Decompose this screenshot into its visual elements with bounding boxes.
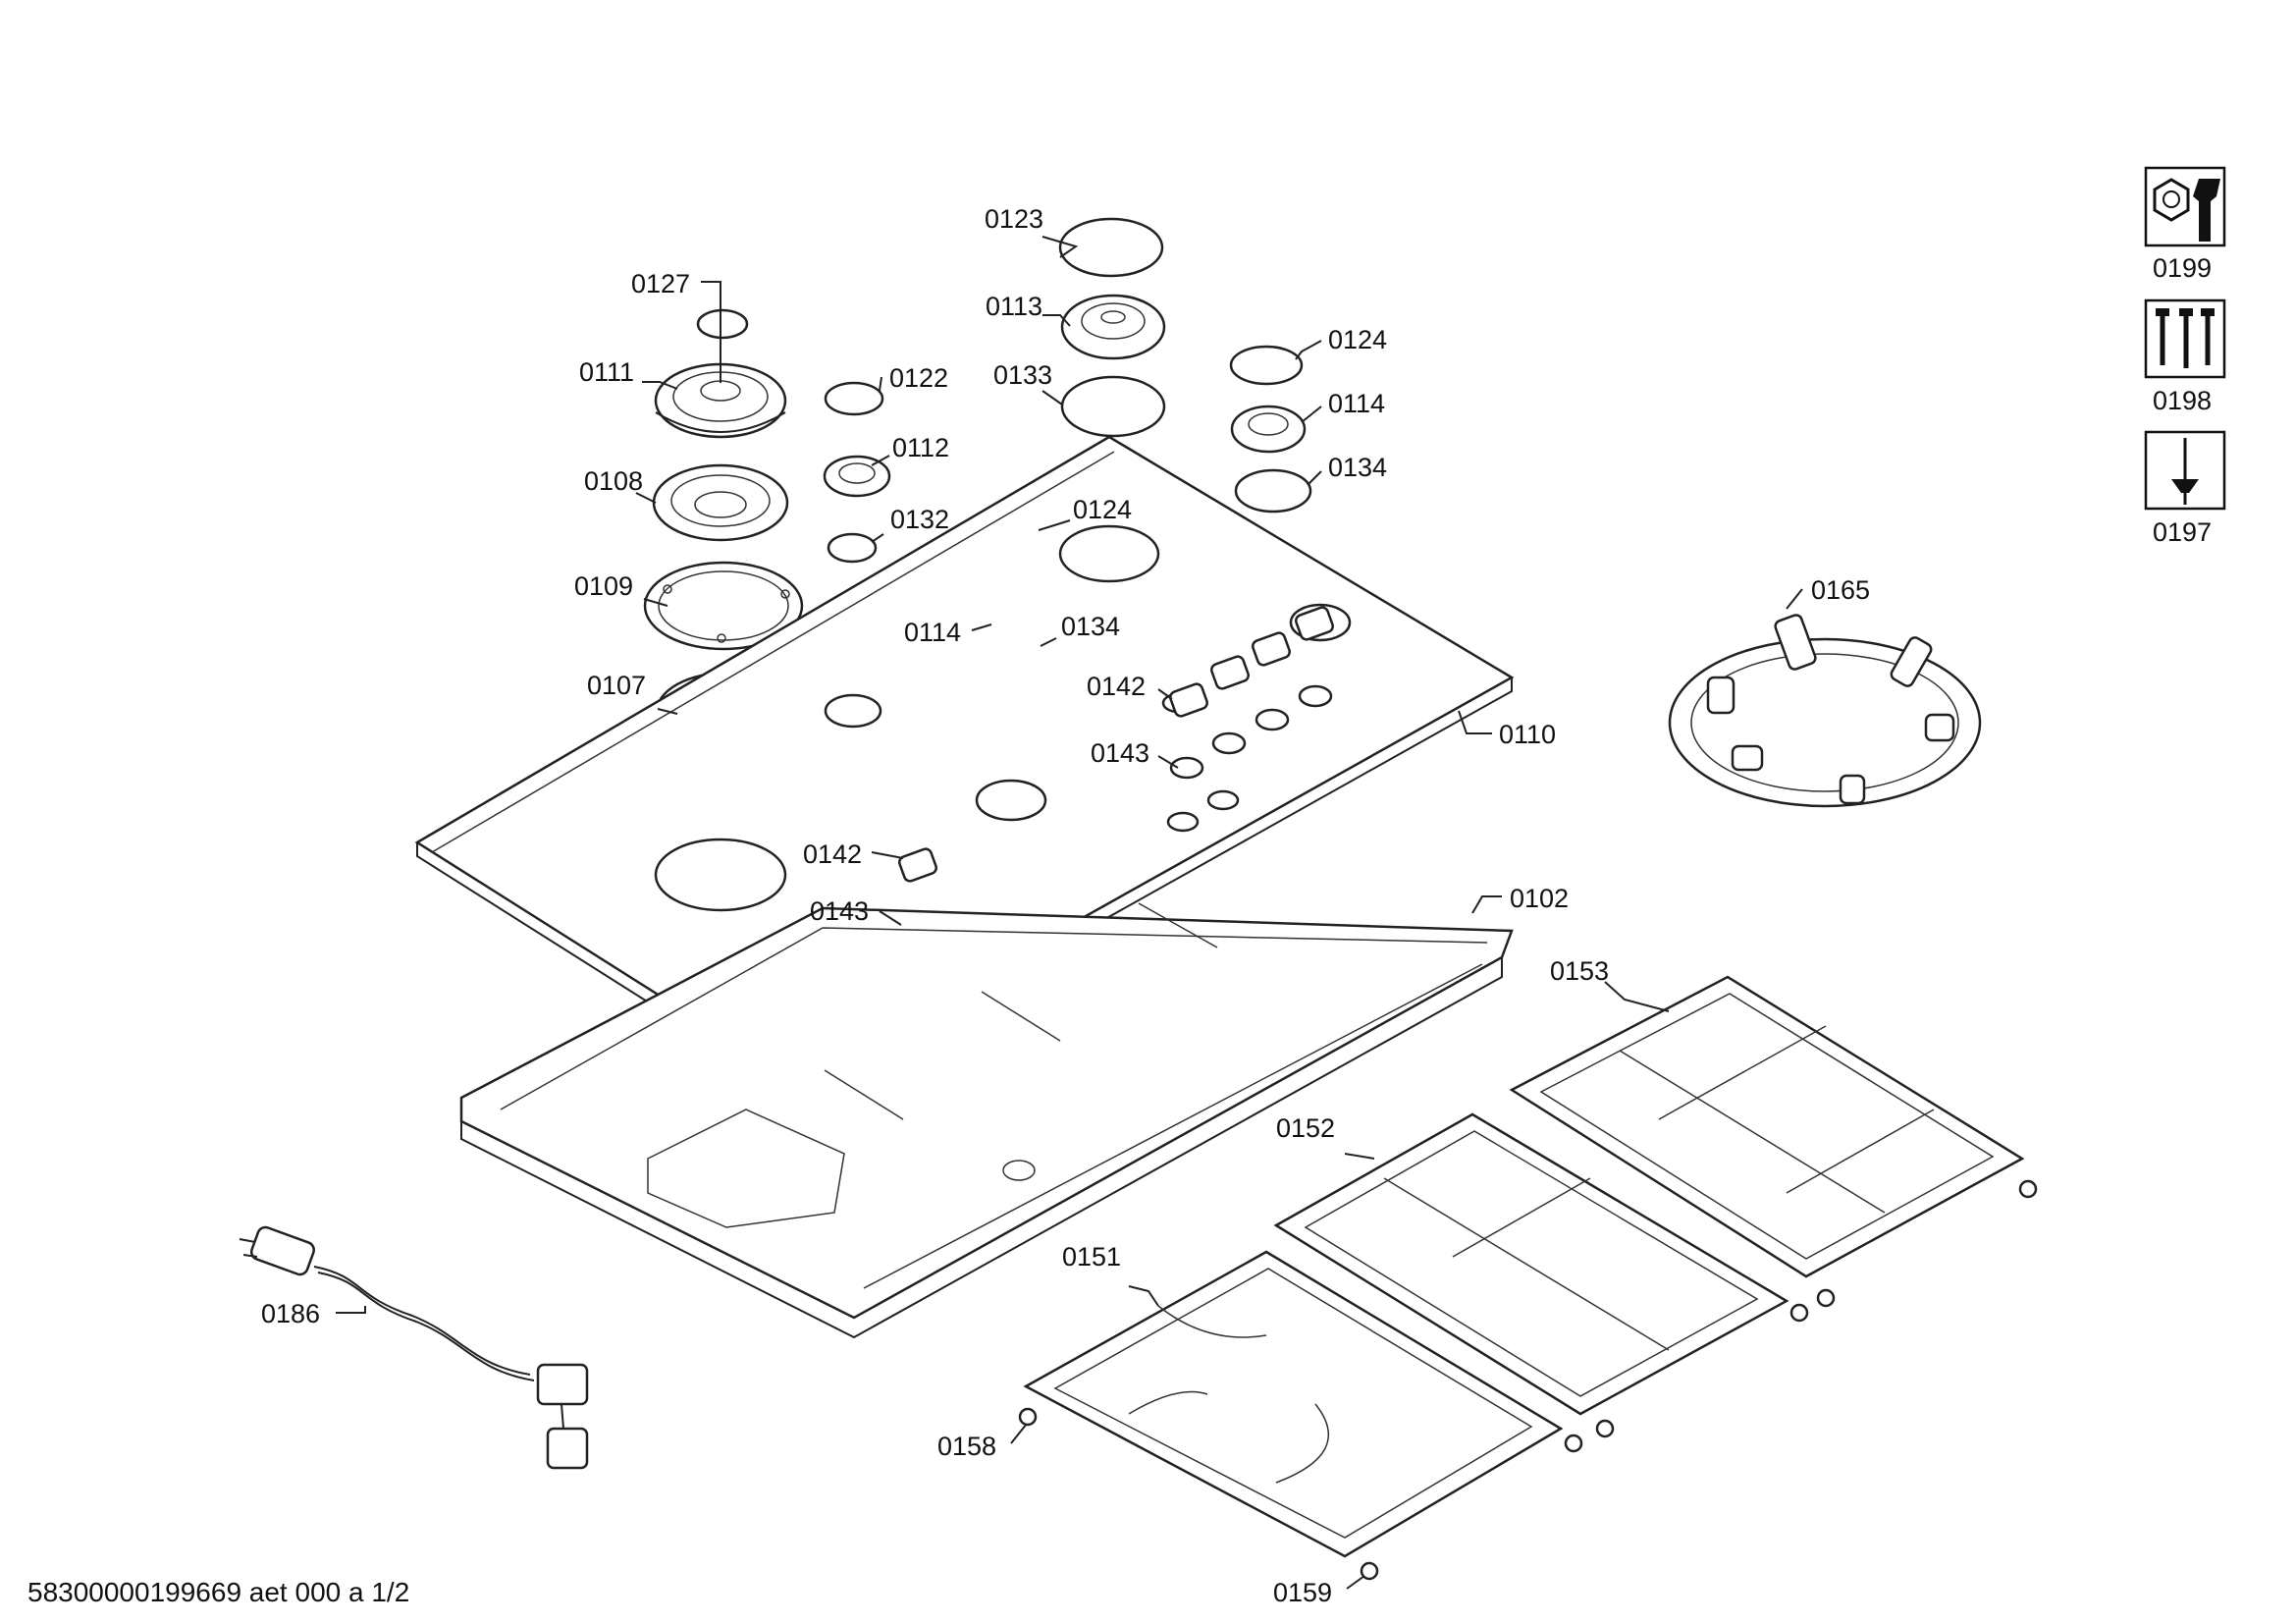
wok-burner-crown [1060,294,1166,360]
callout-0158: 0158 [937,1432,996,1461]
callout-0127: 0127 [631,269,690,298]
callout-0110: 0110 [1499,720,1556,749]
callout-0114-center: 0114 [904,618,961,647]
callout-0124-top: 0124 [1328,325,1387,354]
callout-0152: 0152 [1276,1113,1335,1143]
callout-labels: 0123 0127 0113 0124 0111 0122 0133 0114 … [261,204,1870,1607]
callout-0134-right: 0134 [1328,453,1387,482]
callout-0133: 0133 [993,360,1052,390]
burner-mounting-ring [643,561,804,651]
medium-burner-crown [1230,405,1307,454]
document-id: 58300000199669 aet 000 a 1/2 [27,1577,409,1607]
callout-0111: 0111 [579,357,634,387]
callout-0142-upper: 0142 [1087,672,1146,701]
callout-0109: 0109 [574,571,633,601]
burner-cap-small [696,308,749,340]
callout-0186: 0186 [261,1299,320,1328]
legend-label-0199: 0199 [2153,253,2212,283]
legend: 0199 0198 0197 [2144,166,2226,547]
screws-icon [2144,298,2226,379]
small-burner-ring [827,532,878,564]
callout-0113: 0113 [986,292,1042,321]
pan-support-right [1509,975,2025,1278]
wok-burner-ring [1060,375,1166,438]
callout-0108: 0108 [584,466,643,496]
medium-burner-ring [1234,468,1312,514]
medium-burner-cap [1229,345,1304,386]
large-burner-base [652,463,789,542]
rubber-feet [1018,1179,2038,1581]
pan-support-left [1023,1250,1564,1558]
callout-0143-lower: 0143 [810,896,869,926]
callout-0159: 0159 [1273,1578,1332,1607]
wok-pan-support [1668,614,1982,808]
callout-0153: 0153 [1550,956,1609,986]
callout-0114-right: 0114 [1328,389,1385,418]
leader-lines [336,236,1803,1590]
pan-support-middle [1273,1112,1789,1416]
callout-0122: 0122 [889,363,948,393]
bottom-tray [459,902,1514,1339]
callout-0165: 0165 [1811,575,1870,605]
wrench-nut-icon [2144,166,2226,247]
power-cord [239,1225,589,1470]
callout-0143-upper: 0143 [1091,738,1149,768]
callout-0151: 0151 [1062,1242,1121,1272]
callout-0134-center: 0134 [1061,612,1120,641]
callout-0123: 0123 [985,204,1043,234]
legend-label-0197: 0197 [2153,517,2212,547]
screwdriver-icon [2144,430,2226,511]
callout-0132: 0132 [890,505,949,534]
wok-burner-cap [1058,217,1164,278]
burner-cap-small-2 [824,381,884,416]
callout-0102: 0102 [1510,884,1569,913]
callout-0142-lower: 0142 [803,839,862,869]
legend-label-0198: 0198 [2153,386,2212,415]
callout-0112: 0112 [892,433,949,462]
callout-0124-center: 0124 [1073,495,1132,524]
callout-0107: 0107 [587,671,646,700]
small-burner-crown [823,455,891,498]
